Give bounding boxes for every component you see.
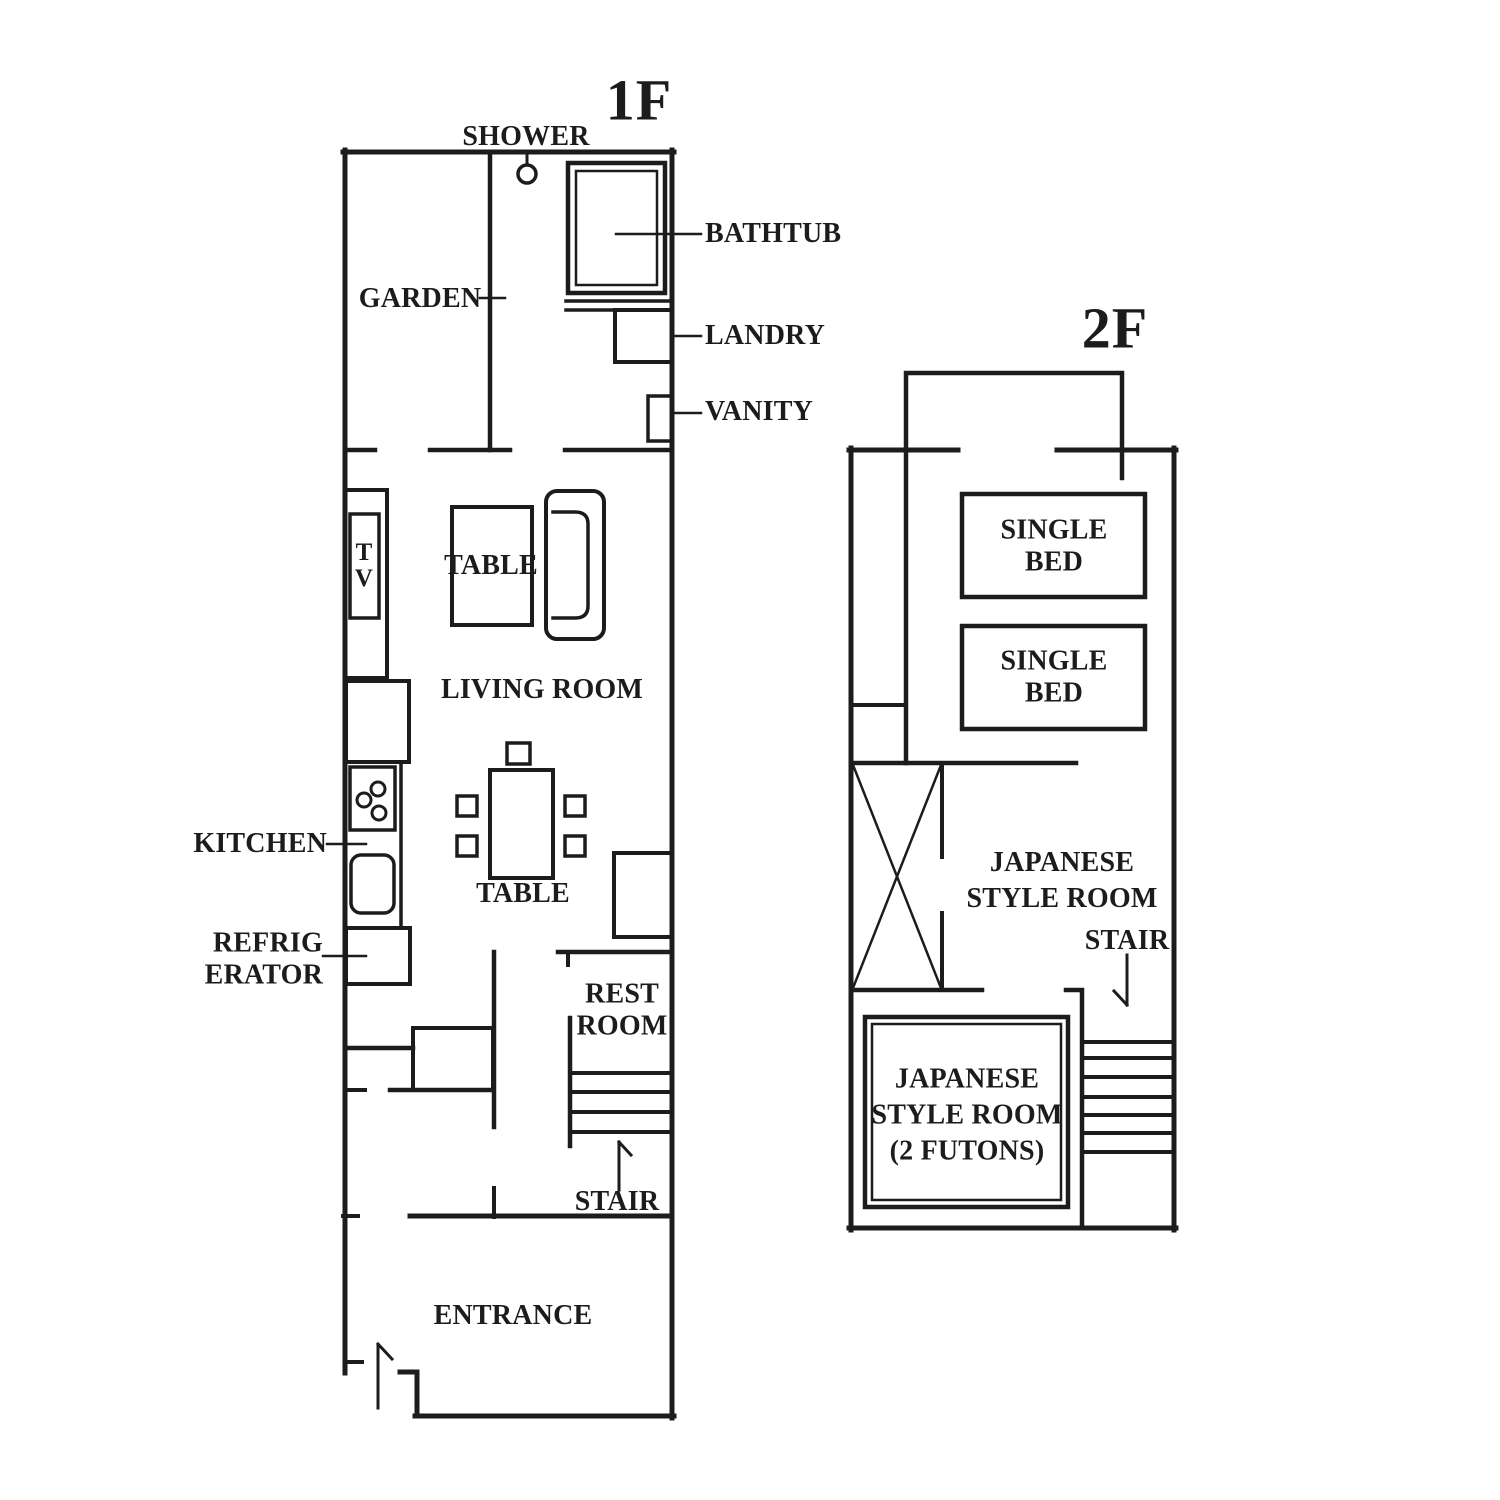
f1-entrance-door-arrow (375, 1341, 395, 1410)
floor2-plan (846, 370, 1179, 1233)
f1-stair-up-arrow (616, 1139, 634, 1192)
entrance-label: ENTRANCE (433, 1299, 593, 1331)
refrigerator-label: REFRIG ERATOR (204, 927, 323, 991)
tv-unit (348, 512, 381, 620)
stove-burner-1 (369, 780, 387, 798)
kitchen-sink (349, 853, 396, 915)
f1-stairs (568, 1071, 674, 1134)
sofa-outer (544, 489, 606, 641)
f2-stair-down-arrow (1111, 953, 1130, 1008)
single-bed-1-shape (959, 491, 1148, 600)
f2-stairs (1080, 1040, 1176, 1154)
futon-room-outer (862, 1014, 1071, 1210)
single-bed-2-label: SINGLE BED (1000, 645, 1108, 709)
hall-cupboard (612, 851, 674, 939)
f1-entrance-cabinet (411, 1026, 495, 1092)
rest-room-label: REST ROOM (576, 978, 668, 1042)
single-bed-2-shape (959, 623, 1148, 732)
floor1-title: 1F (605, 67, 673, 133)
single-bed-1-label: SINGLE BED (1000, 514, 1108, 578)
kitchen-counter (344, 679, 411, 764)
dining-table-label: TABLE (476, 877, 570, 909)
f1-genkan-step (397, 1369, 420, 1419)
tv-label: TV (354, 538, 374, 592)
f2-balcony (903, 370, 1125, 766)
stair-2f-label: STAIR (1084, 924, 1170, 956)
f1-leader-lines (321, 232, 703, 958)
kitchen-label: KITCHEN (193, 827, 327, 859)
futon-room-inner (870, 1022, 1063, 1202)
stove-burner-3 (370, 804, 388, 822)
japanese-style-room-futons-label: JAPANESE STYLE ROOM (2 FUTONS) (871, 1063, 1063, 1166)
f2-stair-shaft-wall (1063, 987, 1085, 1231)
sofa-inner (551, 510, 590, 620)
living-table-label: TABLE (444, 549, 538, 581)
floor1-plan (321, 147, 703, 1421)
dining-chair-right-2 (563, 834, 587, 858)
bathtub-label: BATHTUB (705, 217, 842, 249)
f2-closet-x (851, 761, 944, 992)
tv-cabinet (343, 488, 389, 680)
dining-table-shape (488, 768, 555, 880)
dining-chair-left-1 (455, 794, 479, 818)
dining-chair-right-1 (563, 794, 587, 818)
vanity-unit (646, 394, 674, 443)
stove (348, 765, 397, 832)
bathtub-outer (565, 160, 668, 296)
shower-head-icon (516, 163, 538, 185)
vanity-label: VANITY (705, 395, 814, 427)
dining-chair-left-2 (455, 834, 479, 858)
dining-chair-top (505, 741, 532, 766)
garden-label: GARDEN (358, 282, 482, 314)
laundry-machine (613, 308, 674, 364)
stair-1f-label: STAIR (574, 1185, 660, 1217)
stove-burner-2 (355, 791, 373, 809)
laundry-label: LANDRY (705, 319, 825, 351)
bathtub-inner (574, 169, 659, 287)
shower-label: SHOWER (462, 120, 590, 152)
floor2-title: 2F (1081, 295, 1149, 361)
living-coffee-table (450, 505, 534, 627)
japanese-style-room-label: JAPANESE STYLE ROOM (966, 847, 1158, 914)
living-room-label: LIVING ROOM (440, 673, 644, 705)
